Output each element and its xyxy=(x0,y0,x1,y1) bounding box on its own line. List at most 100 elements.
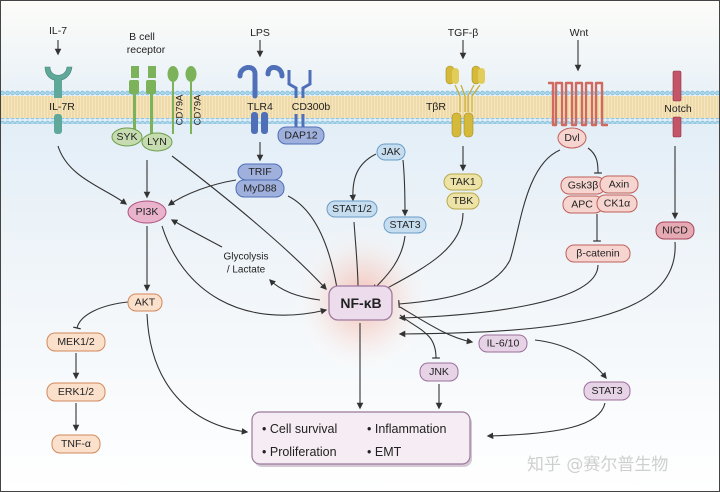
node-nfkb: NF-κB xyxy=(328,285,393,321)
edge-jak-to-stat12 xyxy=(349,153,377,202)
node-jnk: JNK xyxy=(419,362,459,382)
node-tak1-tbk: TAK1 TBK xyxy=(443,173,483,210)
node-syk: SYK xyxy=(111,127,143,147)
outcome-proliferation: • Proliferation xyxy=(262,445,337,459)
node-il610: IL-6/10 xyxy=(478,334,528,353)
node-nicd: NICD xyxy=(655,221,695,240)
outcome-inflammation: • Inflammation xyxy=(367,422,446,436)
edge-akt-to-outcomes xyxy=(146,313,249,435)
node-stat3-top: STAT3 xyxy=(383,216,427,234)
edge-bcatenin-to-nfkb xyxy=(398,264,599,322)
node-dap12: DAP12 xyxy=(277,126,325,145)
node-jnk-label: JNK xyxy=(429,366,449,378)
receptor-cd79a-2-label: CD79A xyxy=(193,94,204,125)
edges xyxy=(54,40,679,440)
receptor-notch: Notch xyxy=(664,70,692,138)
edge-myd88-inhibits-nfkb xyxy=(287,195,341,290)
node-axin-label: Axin xyxy=(609,179,630,191)
ligand-tgfb: TGF-β xyxy=(448,27,479,39)
node-il610-label: IL-6/10 xyxy=(487,338,520,350)
node-jak-label: JAK xyxy=(381,146,400,158)
edge-il610-to-stat3 xyxy=(534,339,607,380)
node-destruction-complex: Gsk3β Axin APC CK1α xyxy=(560,175,639,214)
edge-nfkb-to-glycolysis xyxy=(269,279,321,301)
node-dap12-label: DAP12 xyxy=(284,130,317,142)
node-akt-label: AKT xyxy=(135,297,156,309)
node-tnfa: TNF-α xyxy=(51,434,101,454)
node-trif-myd88: TRIF MyD88 xyxy=(235,163,285,198)
edge-nfkb-inhibits-jnk xyxy=(399,314,440,359)
node-mek-label: MEK1/2 xyxy=(57,336,95,348)
node-lactate-label: / Lactate xyxy=(227,265,266,276)
node-dvl: Dvl xyxy=(557,127,587,149)
edge-dvl-inhibits-nfkb xyxy=(398,149,561,308)
node-erk: ERK1/2 xyxy=(46,382,106,402)
node-stat3-top-label: STAT3 xyxy=(389,219,420,231)
edge-stat3-to-outcomes xyxy=(486,402,606,440)
edge-akt-inhibits-mek xyxy=(73,301,129,330)
node-nfkb-label: NF-κB xyxy=(340,295,381,311)
edge-trif-to-pi3k xyxy=(167,179,237,206)
ligand-wnt: Wnt xyxy=(570,27,589,39)
edge-jak-to-stat3 xyxy=(401,159,409,217)
node-gsk3b-label: Gsk3β xyxy=(568,180,599,192)
edge-tbk-to-nfkb xyxy=(380,212,464,292)
cell-membrane xyxy=(1,90,719,124)
edge-pi3k-to-nfkb xyxy=(161,225,328,316)
node-stat3-bottom-label: STAT3 xyxy=(591,385,622,397)
node-stat12: STAT1/2 xyxy=(326,200,378,218)
node-pi3k: PI3K xyxy=(127,200,167,224)
receptor-il7r: IL-7R xyxy=(44,66,75,134)
edge-glycolysis-to-pi3k xyxy=(170,219,223,248)
receptor-tbr-label: TβR xyxy=(426,101,446,113)
node-syk-label: SYK xyxy=(116,131,137,143)
node-tak1-label: TAK1 xyxy=(450,176,476,188)
receptor-cd300b-label: CD300b xyxy=(292,101,331,113)
outcomes-box: • Cell survival • Inflammation • Prolife… xyxy=(251,411,472,467)
node-erk-label: ERK1/2 xyxy=(58,386,94,398)
receptor-bcr: CD79A CD79A xyxy=(129,66,204,134)
node-ck1a-label: CK1α xyxy=(604,198,631,210)
outcome-cell-survival: • Cell survival xyxy=(262,422,337,436)
receptor-tlr4-label: TLR4 xyxy=(247,101,273,113)
watermark: 知乎 @赛尔普生物 xyxy=(527,454,668,475)
edge-lyn-to-nfkb xyxy=(171,155,327,290)
edge-il7r-to-pi3k xyxy=(57,145,128,205)
node-myd88-label: MyD88 xyxy=(243,183,276,195)
node-bcatenin-label: β-catenin xyxy=(576,248,620,260)
ligand-lps: LPS xyxy=(250,27,270,39)
receptor-frizzled xyxy=(548,81,608,127)
receptor-tlr4: TLR4 xyxy=(237,65,285,134)
node-tbk-label: TBK xyxy=(453,195,473,207)
ligand-bcr-line2: receptor xyxy=(127,44,166,56)
node-stat12-label: STAT1/2 xyxy=(332,203,372,215)
node-glycolysis-lactate: Glycolysis / Lactate xyxy=(223,252,268,276)
node-glycolysis-label: Glycolysis xyxy=(223,252,268,263)
node-nicd-label: NICD xyxy=(662,225,688,237)
node-trif-label: TRIF xyxy=(248,166,271,178)
node-dvl-label: Dvl xyxy=(564,132,579,144)
node-apc-label: APC xyxy=(571,199,593,211)
node-stat3-bottom: STAT3 xyxy=(583,381,631,401)
receptor-tbr: TβR xyxy=(426,65,485,138)
node-akt: AKT xyxy=(127,293,163,312)
node-tnfa-label: TNF-α xyxy=(61,438,91,450)
receptor-il7r-label: IL-7R xyxy=(49,101,75,113)
node-lyn: LYN xyxy=(141,132,173,152)
edge-stat12-inhibits-nfkb xyxy=(353,221,362,288)
receptor-cd79a-1-label: CD79A xyxy=(175,94,186,125)
node-mek: MEK1/2 xyxy=(46,332,106,352)
node-lyn-label: LYN xyxy=(147,136,167,148)
node-pi3k-label: PI3K xyxy=(136,206,159,218)
receptor-notch-label: Notch xyxy=(664,103,692,115)
outcome-emt: • EMT xyxy=(367,445,402,459)
receptor-cd300b: CD300b xyxy=(287,70,331,128)
edge-nfkb-to-il610 xyxy=(399,306,474,345)
edge-nicd-to-nfkb xyxy=(398,241,676,338)
edge-dvl-inhibits-destruction-complex xyxy=(587,147,602,174)
ligand-bcr-line1: B cell xyxy=(129,31,155,43)
node-jak: JAK xyxy=(376,143,406,161)
ligand-il7: IL-7 xyxy=(49,25,67,37)
